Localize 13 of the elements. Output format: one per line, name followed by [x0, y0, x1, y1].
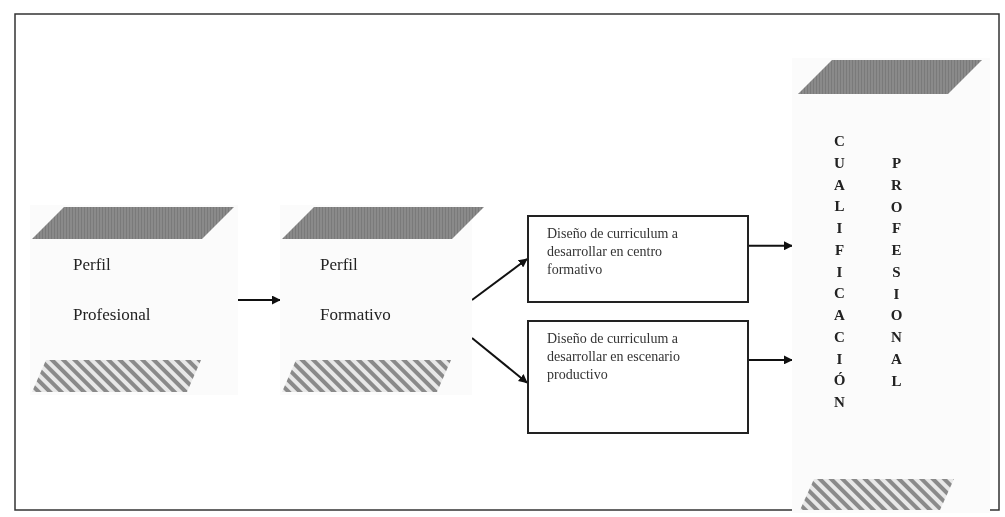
process-box	[527, 215, 749, 303]
box-text: Diseño de curriculum a desarrollar en escenario productivo	[547, 330, 681, 384]
vertical-title: CUALIFICACIÓN	[832, 132, 847, 412]
arrow	[748, 355, 793, 365]
arrow	[237, 295, 281, 305]
profile-label: Perfil Profesional	[73, 254, 152, 326]
arrow	[471, 258, 528, 301]
vertical-title: PROFESIONAL	[889, 154, 904, 391]
process-box	[527, 320, 749, 434]
arrow	[748, 241, 793, 251]
box-text: Diseño de curriculum a desarrollar en centro formativo	[547, 225, 679, 279]
profile-label: Perfil Formativo	[320, 254, 392, 326]
arrow	[471, 337, 528, 384]
